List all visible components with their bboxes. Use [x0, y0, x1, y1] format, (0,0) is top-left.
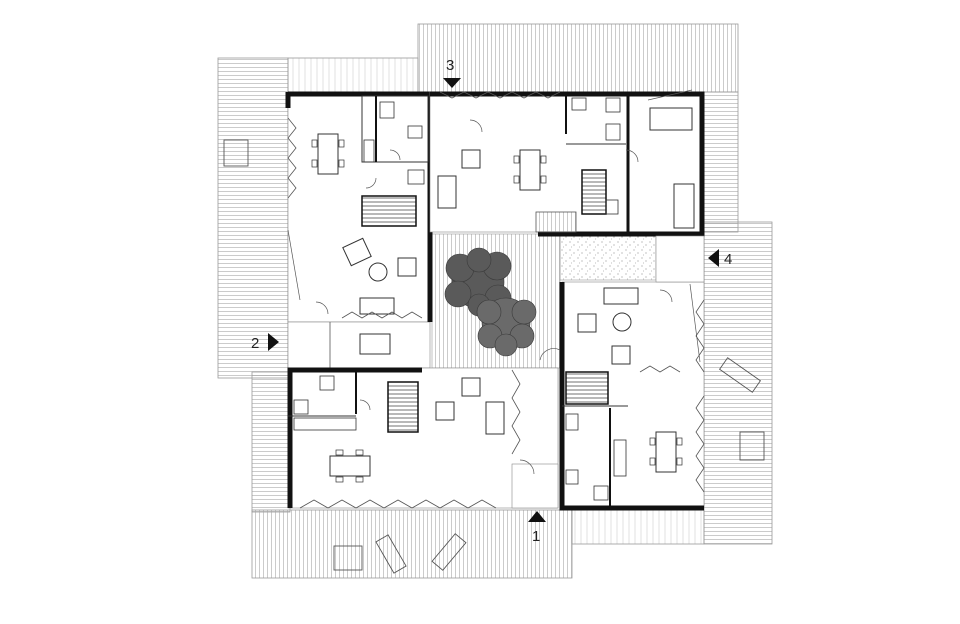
entrance-2-label: 2 [251, 335, 259, 352]
entrance-4-label: 4 [724, 251, 732, 268]
trees [444, 247, 537, 357]
deck-table-south [333, 545, 363, 571]
unit-north [429, 89, 705, 237]
deck-table-west [223, 139, 249, 167]
deck-table-east [739, 431, 765, 461]
stairs-south [387, 381, 419, 433]
deck-north-left [287, 57, 419, 93]
porch-south [511, 463, 559, 509]
entrance-3-marker: 3 [443, 57, 461, 88]
stairs-east [565, 371, 609, 405]
porch-northwest [287, 321, 431, 369]
entrance-3-label: 3 [446, 57, 454, 74]
stairs-northwest [361, 195, 417, 227]
deck-north [417, 23, 739, 93]
deck-furniture [223, 139, 765, 574]
unit-northwest [285, 91, 433, 369]
deck-south-right [571, 509, 705, 545]
lounger-south-1 [375, 534, 407, 574]
deck-east [703, 221, 773, 545]
entrance-markers: 1 2 3 4 [251, 57, 732, 545]
decking [217, 23, 773, 579]
entrance-4-marker: 4 [708, 249, 732, 268]
deck-southwest [251, 371, 291, 513]
tree-2 [476, 297, 537, 357]
porch-east [655, 235, 705, 283]
deck-south [251, 509, 573, 579]
gravel-strip-north [559, 235, 657, 281]
deck-northeast [699, 91, 739, 233]
entrance-1-marker: 1 [528, 511, 546, 545]
unit-east [539, 235, 705, 511]
unit-south [287, 367, 559, 509]
stairs-north [581, 169, 607, 215]
lounger-east [718, 357, 762, 393]
entrance-1-label: 1 [532, 528, 540, 545]
lounger-south-2 [431, 533, 467, 571]
deck-west [217, 57, 289, 379]
entrance-2-marker: 2 [251, 333, 279, 352]
